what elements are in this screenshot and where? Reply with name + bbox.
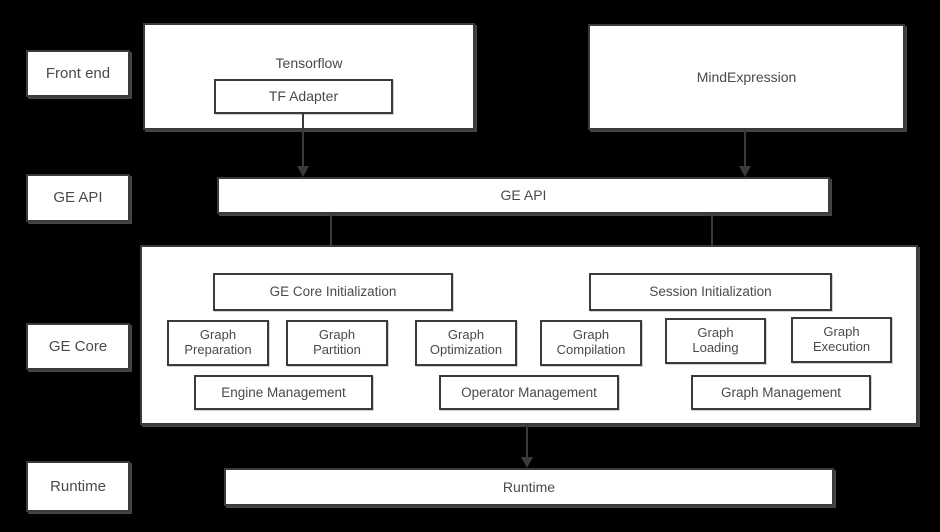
arrow-head-icon (739, 166, 751, 177)
side-label-ge-api-text: GE API (53, 189, 103, 207)
runtime-text: Runtime (502, 478, 556, 495)
arrow-line (526, 425, 528, 458)
arrow-line (744, 130, 746, 167)
side-label-ge-api: GE API (26, 174, 130, 222)
arrow-line (711, 214, 713, 262)
graph-preparation-text: Graph Preparation (184, 327, 252, 357)
box-engine-management: Engine Management (194, 375, 373, 410)
graph-optimization-text: Graph Optimization (429, 327, 503, 357)
box-ge-core-initialization: GE Core Initialization (213, 273, 453, 311)
side-label-front-end: Front end (26, 50, 130, 97)
ge-core-initialization-text: GE Core Initialization (269, 284, 397, 300)
arrow-line (330, 214, 332, 262)
arrow-head-icon (297, 166, 309, 177)
ge-api-text: GE API (500, 187, 547, 204)
tf-adapter-text: TF Adapter (268, 88, 339, 105)
box-runtime: Runtime (224, 468, 834, 506)
side-label-ge-core: GE Core (26, 323, 130, 370)
arrow-line (302, 114, 304, 167)
engine-management-text: Engine Management (221, 384, 346, 400)
side-label-runtime: Runtime (26, 461, 130, 512)
mind-expression-text: MindExpression (696, 68, 797, 85)
box-operator-management: Operator Management (439, 375, 619, 410)
session-initialization-text: Session Initialization (649, 284, 772, 300)
side-label-runtime-text: Runtime (50, 477, 106, 495)
box-graph-compilation: Graph Compilation (540, 320, 642, 366)
graph-execution-text: Graph Execution (812, 324, 871, 354)
graph-compilation-text: Graph Compilation (556, 327, 626, 357)
box-graph-partition: Graph Partition (286, 320, 388, 366)
tensorflow-title: Tensorflow (275, 55, 343, 71)
box-ge-api: GE API (217, 177, 830, 214)
side-label-ge-core-text: GE Core (48, 337, 108, 355)
box-session-initialization: Session Initialization (589, 273, 832, 311)
box-tf-adapter: TF Adapter (214, 79, 393, 114)
graph-management-text: Graph Management (720, 384, 842, 400)
side-label-front-end-text: Front end (45, 64, 111, 82)
arrow-head-icon (521, 457, 533, 468)
graph-loading-text: Graph Loading (692, 325, 739, 355)
box-graph-execution: Graph Execution (791, 317, 892, 363)
box-graph-management: Graph Management (691, 375, 871, 410)
box-graph-preparation: Graph Preparation (167, 320, 269, 366)
box-graph-loading: Graph Loading (665, 318, 766, 364)
operator-management-text: Operator Management (461, 384, 597, 400)
graph-partition-text: Graph Partition (313, 327, 361, 357)
box-mind-expression: MindExpression (588, 24, 905, 130)
box-graph-optimization: Graph Optimization (415, 320, 517, 366)
